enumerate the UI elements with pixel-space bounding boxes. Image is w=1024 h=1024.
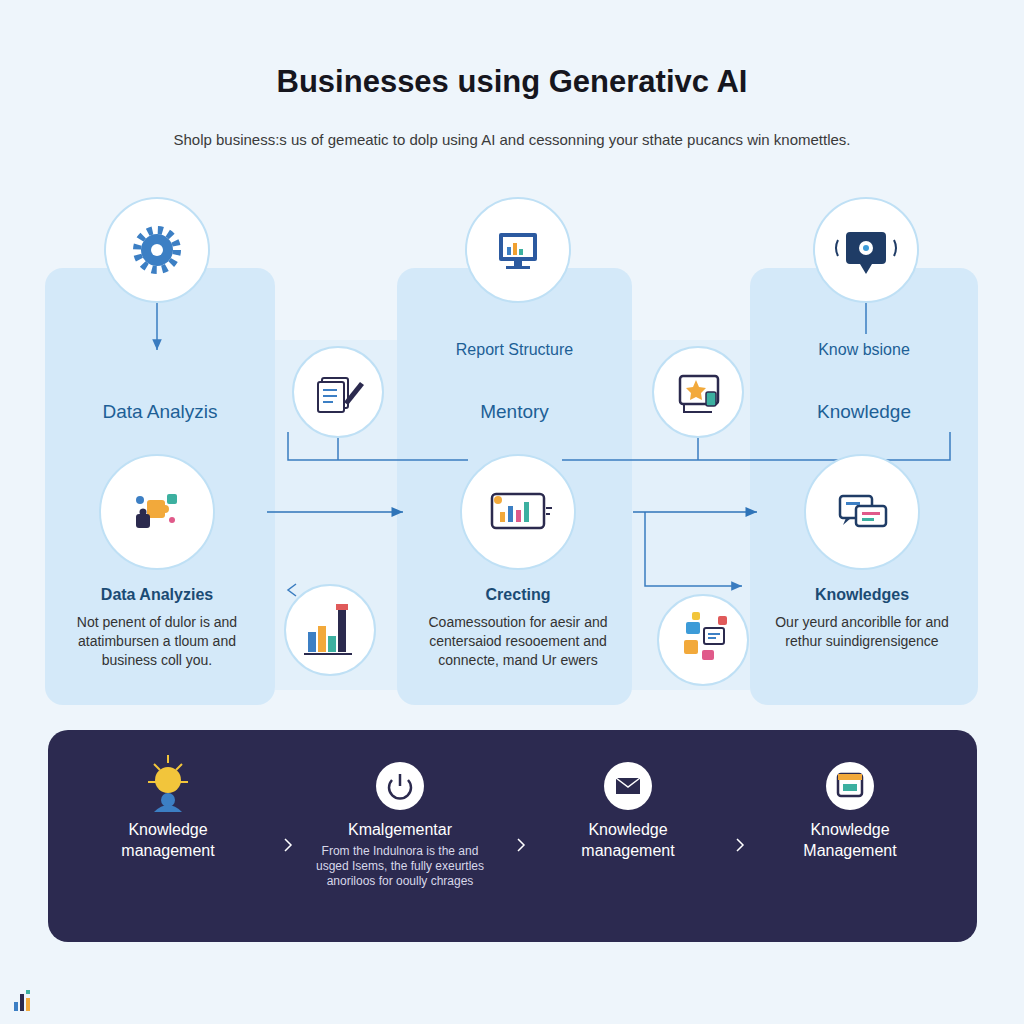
card-body: Our yeurd ancoriblle for and rethur suin… [757, 613, 967, 651]
star-icon [680, 376, 718, 412]
feature-card: CrectingCoamessoution for aesir and cent… [403, 455, 633, 670]
column-panel: Know bsioneKnowledgeKnowledgesOur yeurd … [750, 268, 978, 705]
panel-subheading: Report Structure [397, 340, 632, 360]
band-heading: Knowledge management [558, 820, 698, 862]
bar-chart-icon [304, 604, 352, 654]
apps-icon [684, 612, 727, 660]
chart-board-icon [492, 494, 552, 528]
band-heading: Kmalgementar [307, 820, 493, 841]
band-item: Knowledge management [98, 820, 238, 862]
monitor-icon [499, 233, 537, 269]
subtitle: Sholp business:s us of gemeatic to dolp … [40, 131, 984, 148]
column-panel-fill [750, 268, 978, 705]
document-icon [318, 378, 364, 412]
band-icons [148, 755, 874, 812]
column-panel-fill [397, 268, 632, 705]
panel-subheading: Know bsione [750, 340, 978, 360]
band-heading: Knowledge management [98, 820, 238, 862]
panel-heading: Knowledge [750, 400, 978, 424]
band-body: From the Indulnora is the and usged Isem… [307, 844, 493, 889]
panel-heading: Data Analyzis [45, 400, 275, 424]
chat-icon [840, 496, 886, 526]
diagram-title: Businesses using Generativc AI [0, 64, 1024, 100]
band-item: Knowledge Management [780, 820, 920, 862]
gear-icon [137, 230, 177, 270]
column-panel-fill [45, 268, 275, 705]
puzzle-icon [136, 494, 177, 528]
card-heading: Crecting [403, 585, 633, 605]
card-body: Not penent of dulor is and atatimbursen … [47, 613, 267, 670]
card-heading: Data Analyzies [47, 585, 267, 605]
speech-icon [836, 232, 896, 274]
feature-card: Data AnalyziesNot penent of dulor is and… [47, 455, 267, 670]
band-heading: Knowledge Management [780, 820, 920, 862]
band-item: KmalgementarFrom the Indulnora is the an… [307, 820, 493, 889]
corner-logo [14, 990, 30, 1011]
flow-arrow [267, 511, 403, 513]
card-heading: Knowledges [757, 585, 967, 605]
column-panel: Data AnalyzisData AnalyziesNot penent of… [45, 268, 275, 705]
flow-arrow [633, 511, 757, 513]
icon-circles [100, 198, 919, 685]
band-item: Knowledge management [558, 820, 698, 862]
dark-band: Knowledge management KmalgementarFrom the… [48, 730, 977, 942]
card-body: Coamessoution for aesir and centersaiod … [403, 613, 633, 670]
panel-heading: Mentory [397, 400, 632, 424]
feature-card: KnowledgesOur yeurd ancoriblle for and r… [757, 455, 967, 651]
column-panel: Report StructureMentoryCrectingCoamessou… [397, 268, 632, 705]
dark-band-fill [48, 730, 977, 942]
